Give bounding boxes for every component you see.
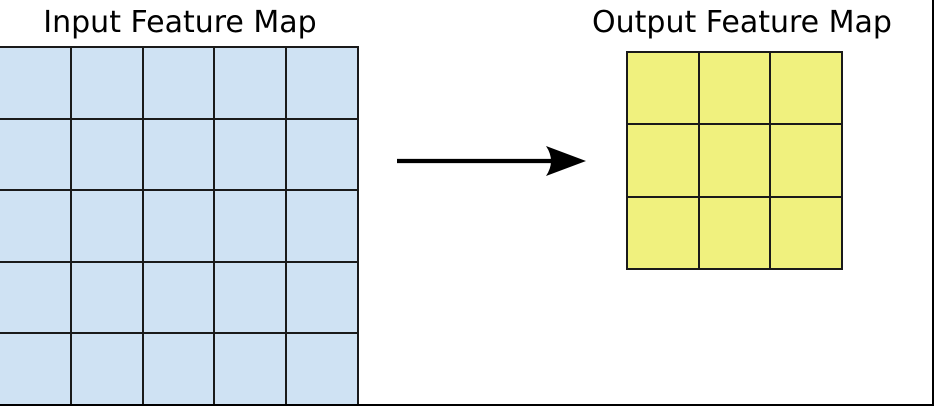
- grid-cell: [143, 262, 214, 333]
- grid-cell: [215, 262, 286, 333]
- grid-cell: [71, 119, 142, 190]
- arrow-head: [546, 146, 586, 176]
- grid-cell: [71, 191, 142, 261]
- grid-cell: [771, 197, 841, 268]
- grid-cell: [699, 125, 770, 196]
- grid-cell: [628, 53, 698, 124]
- grid-cell: [0, 48, 70, 118]
- grid-cell: [143, 119, 214, 190]
- arrow-right-icon: [397, 146, 586, 176]
- grid-cell: [628, 125, 698, 196]
- grid-cell: [699, 197, 770, 268]
- output-map-title: Output Feature Map: [592, 5, 892, 40]
- input-map-title: Input Feature Map: [43, 5, 317, 40]
- grid-cell: [287, 262, 357, 333]
- grid-cell: [0, 119, 70, 190]
- grid-cell: [215, 191, 286, 261]
- grid-cell: [287, 191, 357, 261]
- grid-cell: [0, 334, 70, 404]
- grid-cell: [71, 334, 142, 404]
- grid-cell: [699, 53, 770, 124]
- grid-cell: [287, 334, 357, 404]
- grid-cell: [215, 119, 286, 190]
- grid-cell: [628, 197, 698, 268]
- grid-cell: [0, 191, 70, 261]
- grid-cell: [71, 48, 142, 118]
- grid-cell: [143, 191, 214, 261]
- output-feature-map-grid: [626, 51, 843, 270]
- input-feature-map-grid: [0, 46, 359, 404]
- grid-cell: [143, 334, 214, 404]
- grid-cell: [287, 48, 357, 118]
- grid-cell: [771, 125, 841, 196]
- grid-cell: [71, 262, 142, 333]
- grid-cell: [287, 119, 357, 190]
- grid-cell: [143, 48, 214, 118]
- grid-cell: [0, 262, 70, 333]
- grid-cell: [215, 334, 286, 404]
- grid-cell: [215, 48, 286, 118]
- grid-cell: [771, 53, 841, 124]
